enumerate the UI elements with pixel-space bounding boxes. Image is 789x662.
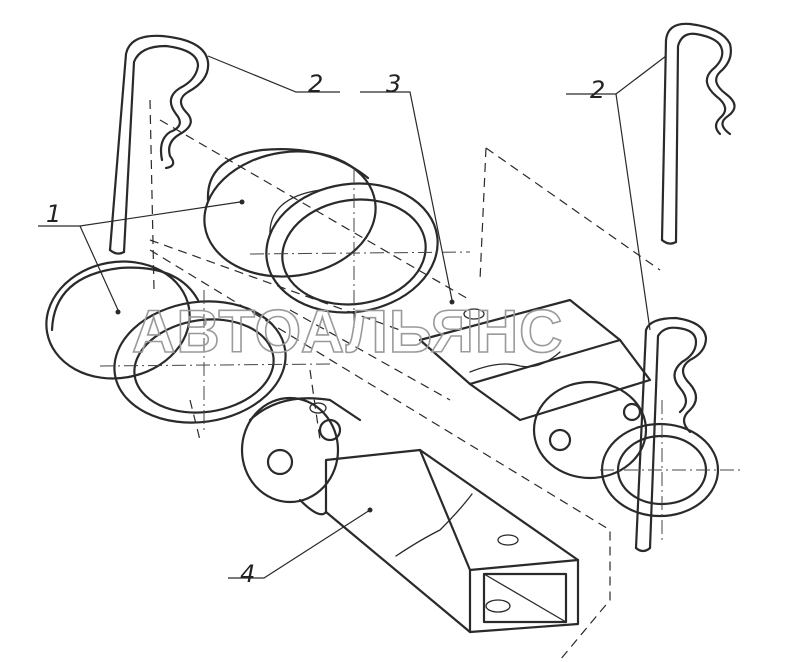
right-cotter-pin-bottom [634, 316, 708, 553]
left-cotter-pin [108, 34, 210, 255]
callout-label-right-pin: 2 [590, 76, 605, 104]
assembly-lines [149, 99, 661, 661]
callout-label-shaft: 4 [240, 560, 255, 588]
upper-bushing-pair [203, 148, 471, 330]
square-shaft [324, 448, 580, 634]
callout-label-left-pin: 2 [308, 70, 323, 98]
callout-label-bushing: 1 [46, 200, 61, 228]
callout-label-bracket: 3 [386, 70, 401, 98]
watermark: АВТОАЛЬЯНС [132, 298, 564, 365]
right-cotter-pin-top [660, 22, 736, 245]
bracket-yoke [418, 298, 740, 540]
lower-bushing-pair [45, 260, 331, 430]
universal-joint [240, 396, 362, 516]
leader-lines [38, 55, 667, 579]
